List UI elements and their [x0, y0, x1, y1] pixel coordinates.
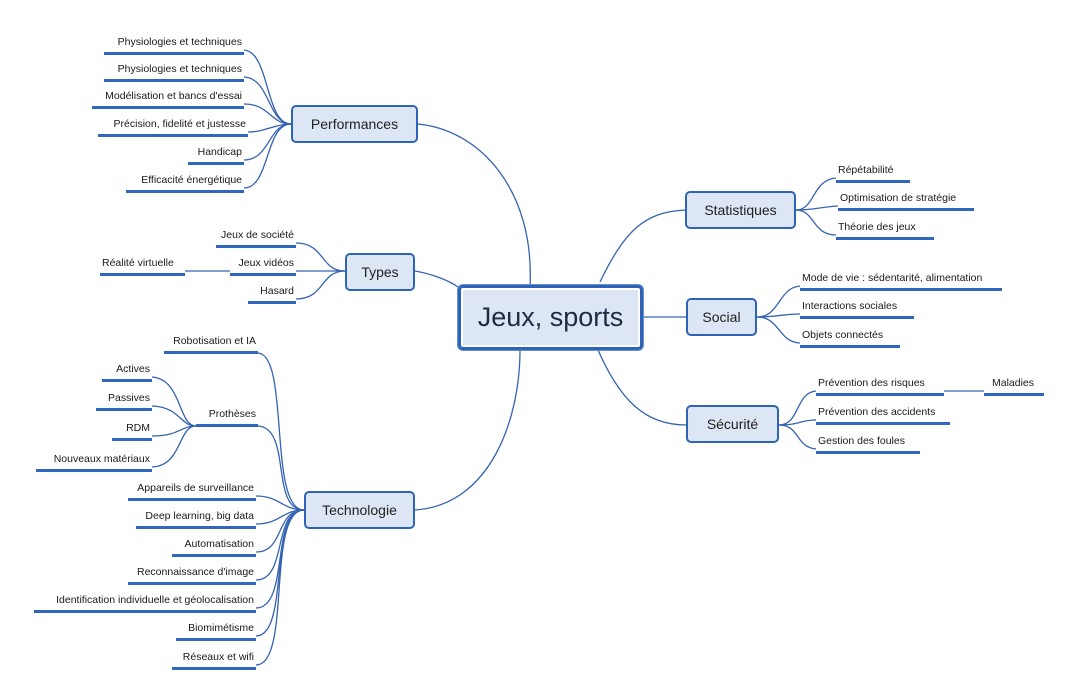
leaf-types-sub-1[interactable]: Réalité virtuelle — [100, 257, 185, 276]
leaf-technologie-1[interactable]: Robotisation et IA — [164, 335, 258, 354]
leaf-statistiques-3[interactable]: Théorie des jeux — [836, 221, 934, 240]
connector-social-1 — [756, 285, 801, 318]
connector-social-3 — [756, 316, 801, 344]
connector-proth-2 — [151, 405, 197, 427]
central-topic-label: Jeux, sports — [477, 302, 624, 332]
branch-securite-label: Sécurité — [706, 416, 759, 432]
connector-types — [414, 270, 459, 288]
connector-types-1 — [295, 242, 346, 272]
connector-tech-9 — [255, 509, 305, 666]
leaf-types-2[interactable]: Jeux vidéos — [230, 257, 296, 276]
leaf-technologie-9[interactable]: Réseaux et wifi — [172, 651, 256, 670]
branch-statistiques[interactable]: Statistiques — [685, 191, 796, 229]
leaf-securite-1[interactable]: Prévention des risques — [816, 377, 944, 396]
branch-social[interactable]: Social — [686, 298, 757, 336]
leaf-performances-6[interactable]: Efficacité énergétique — [126, 174, 244, 193]
central-topic[interactable]: Jeux, sports — [458, 285, 643, 350]
connector-stat-1 — [795, 177, 837, 211]
connector-tech-2 — [257, 425, 305, 511]
connector-perf-2 — [243, 76, 292, 125]
leaf-technologie-4[interactable]: Deep learning, big data — [136, 510, 256, 529]
branch-technologie[interactable]: Technologie — [304, 491, 415, 529]
leaf-performances-1[interactable]: Physiologies et techniques — [104, 36, 244, 55]
leaf-technologie-2[interactable]: Prothèses — [196, 408, 258, 427]
connector-perf-3 — [243, 103, 292, 125]
leaf-social-3[interactable]: Objets connectés — [800, 329, 900, 348]
branch-performances[interactable]: Performances — [291, 105, 418, 143]
leaf-technologie-8[interactable]: Biomimétisme — [176, 622, 256, 641]
leaf-types-3[interactable]: Hasard — [248, 285, 296, 304]
connector-statistiques — [599, 209, 686, 283]
connector-perf-6 — [243, 123, 292, 189]
connector-performances — [417, 123, 531, 288]
connector-secu-3 — [778, 424, 817, 450]
leaf-statistiques-2[interactable]: Optimisation de stratégie — [838, 192, 974, 211]
leaf-performances-4[interactable]: Précision, fidelité et justesse — [98, 118, 248, 137]
connector-proth-1 — [151, 376, 197, 427]
leaf-performances-3[interactable]: Modélisation et bancs d'essai — [92, 90, 244, 109]
leaf-securite-sub-1[interactable]: Maladies — [984, 377, 1044, 396]
leaf-securite-2[interactable]: Prévention des accidents — [816, 406, 950, 425]
connector-stat-3 — [795, 209, 837, 236]
branch-social-label: Social — [702, 309, 741, 325]
connector-proth-4 — [151, 425, 197, 468]
leaf-protheses-4[interactable]: Nouveaux matériaux — [36, 453, 152, 472]
leaf-technologie-7[interactable]: Identification individuelle et géolocali… — [34, 594, 256, 613]
connector-tech-7 — [255, 509, 305, 609]
connector-securite — [597, 349, 687, 426]
connector-technologie — [414, 349, 521, 511]
leaf-protheses-2[interactable]: Passives — [96, 392, 152, 411]
leaf-social-1[interactable]: Mode de vie : sédentarité, alimentation — [800, 272, 1002, 291]
leaf-social-2[interactable]: Interactions sociales — [800, 300, 914, 319]
connector-secu-1 — [778, 390, 817, 426]
connector-types-3 — [295, 270, 346, 300]
leaf-technologie-5[interactable]: Automatisation — [172, 538, 256, 557]
branch-types-label: Types — [361, 264, 399, 280]
branch-technologie-label: Technologie — [322, 502, 397, 518]
leaf-technologie-3[interactable]: Appareils de surveillance — [128, 482, 256, 501]
connector-tech-1 — [257, 352, 305, 511]
leaf-protheses-1[interactable]: Actives — [102, 363, 152, 382]
leaf-performances-5[interactable]: Handicap — [188, 146, 244, 165]
connector-secu-2 — [778, 419, 817, 426]
leaf-securite-3[interactable]: Gestion des foules — [816, 435, 920, 454]
leaf-types-1[interactable]: Jeux de société — [216, 229, 296, 248]
branch-statistiques-label: Statistiques — [704, 202, 777, 218]
leaf-statistiques-1[interactable]: Répétabilité — [836, 164, 910, 183]
branch-securite[interactable]: Sécurité — [686, 405, 779, 443]
leaf-performances-2[interactable]: Physiologies et techniques — [104, 63, 244, 82]
branch-performances-label: Performances — [310, 116, 399, 132]
branch-types[interactable]: Types — [345, 253, 415, 291]
leaf-technologie-6[interactable]: Reconnaissance d'image — [128, 566, 256, 585]
connector-tech-3 — [255, 495, 305, 511]
leaf-protheses-3[interactable]: RDM — [112, 422, 152, 441]
